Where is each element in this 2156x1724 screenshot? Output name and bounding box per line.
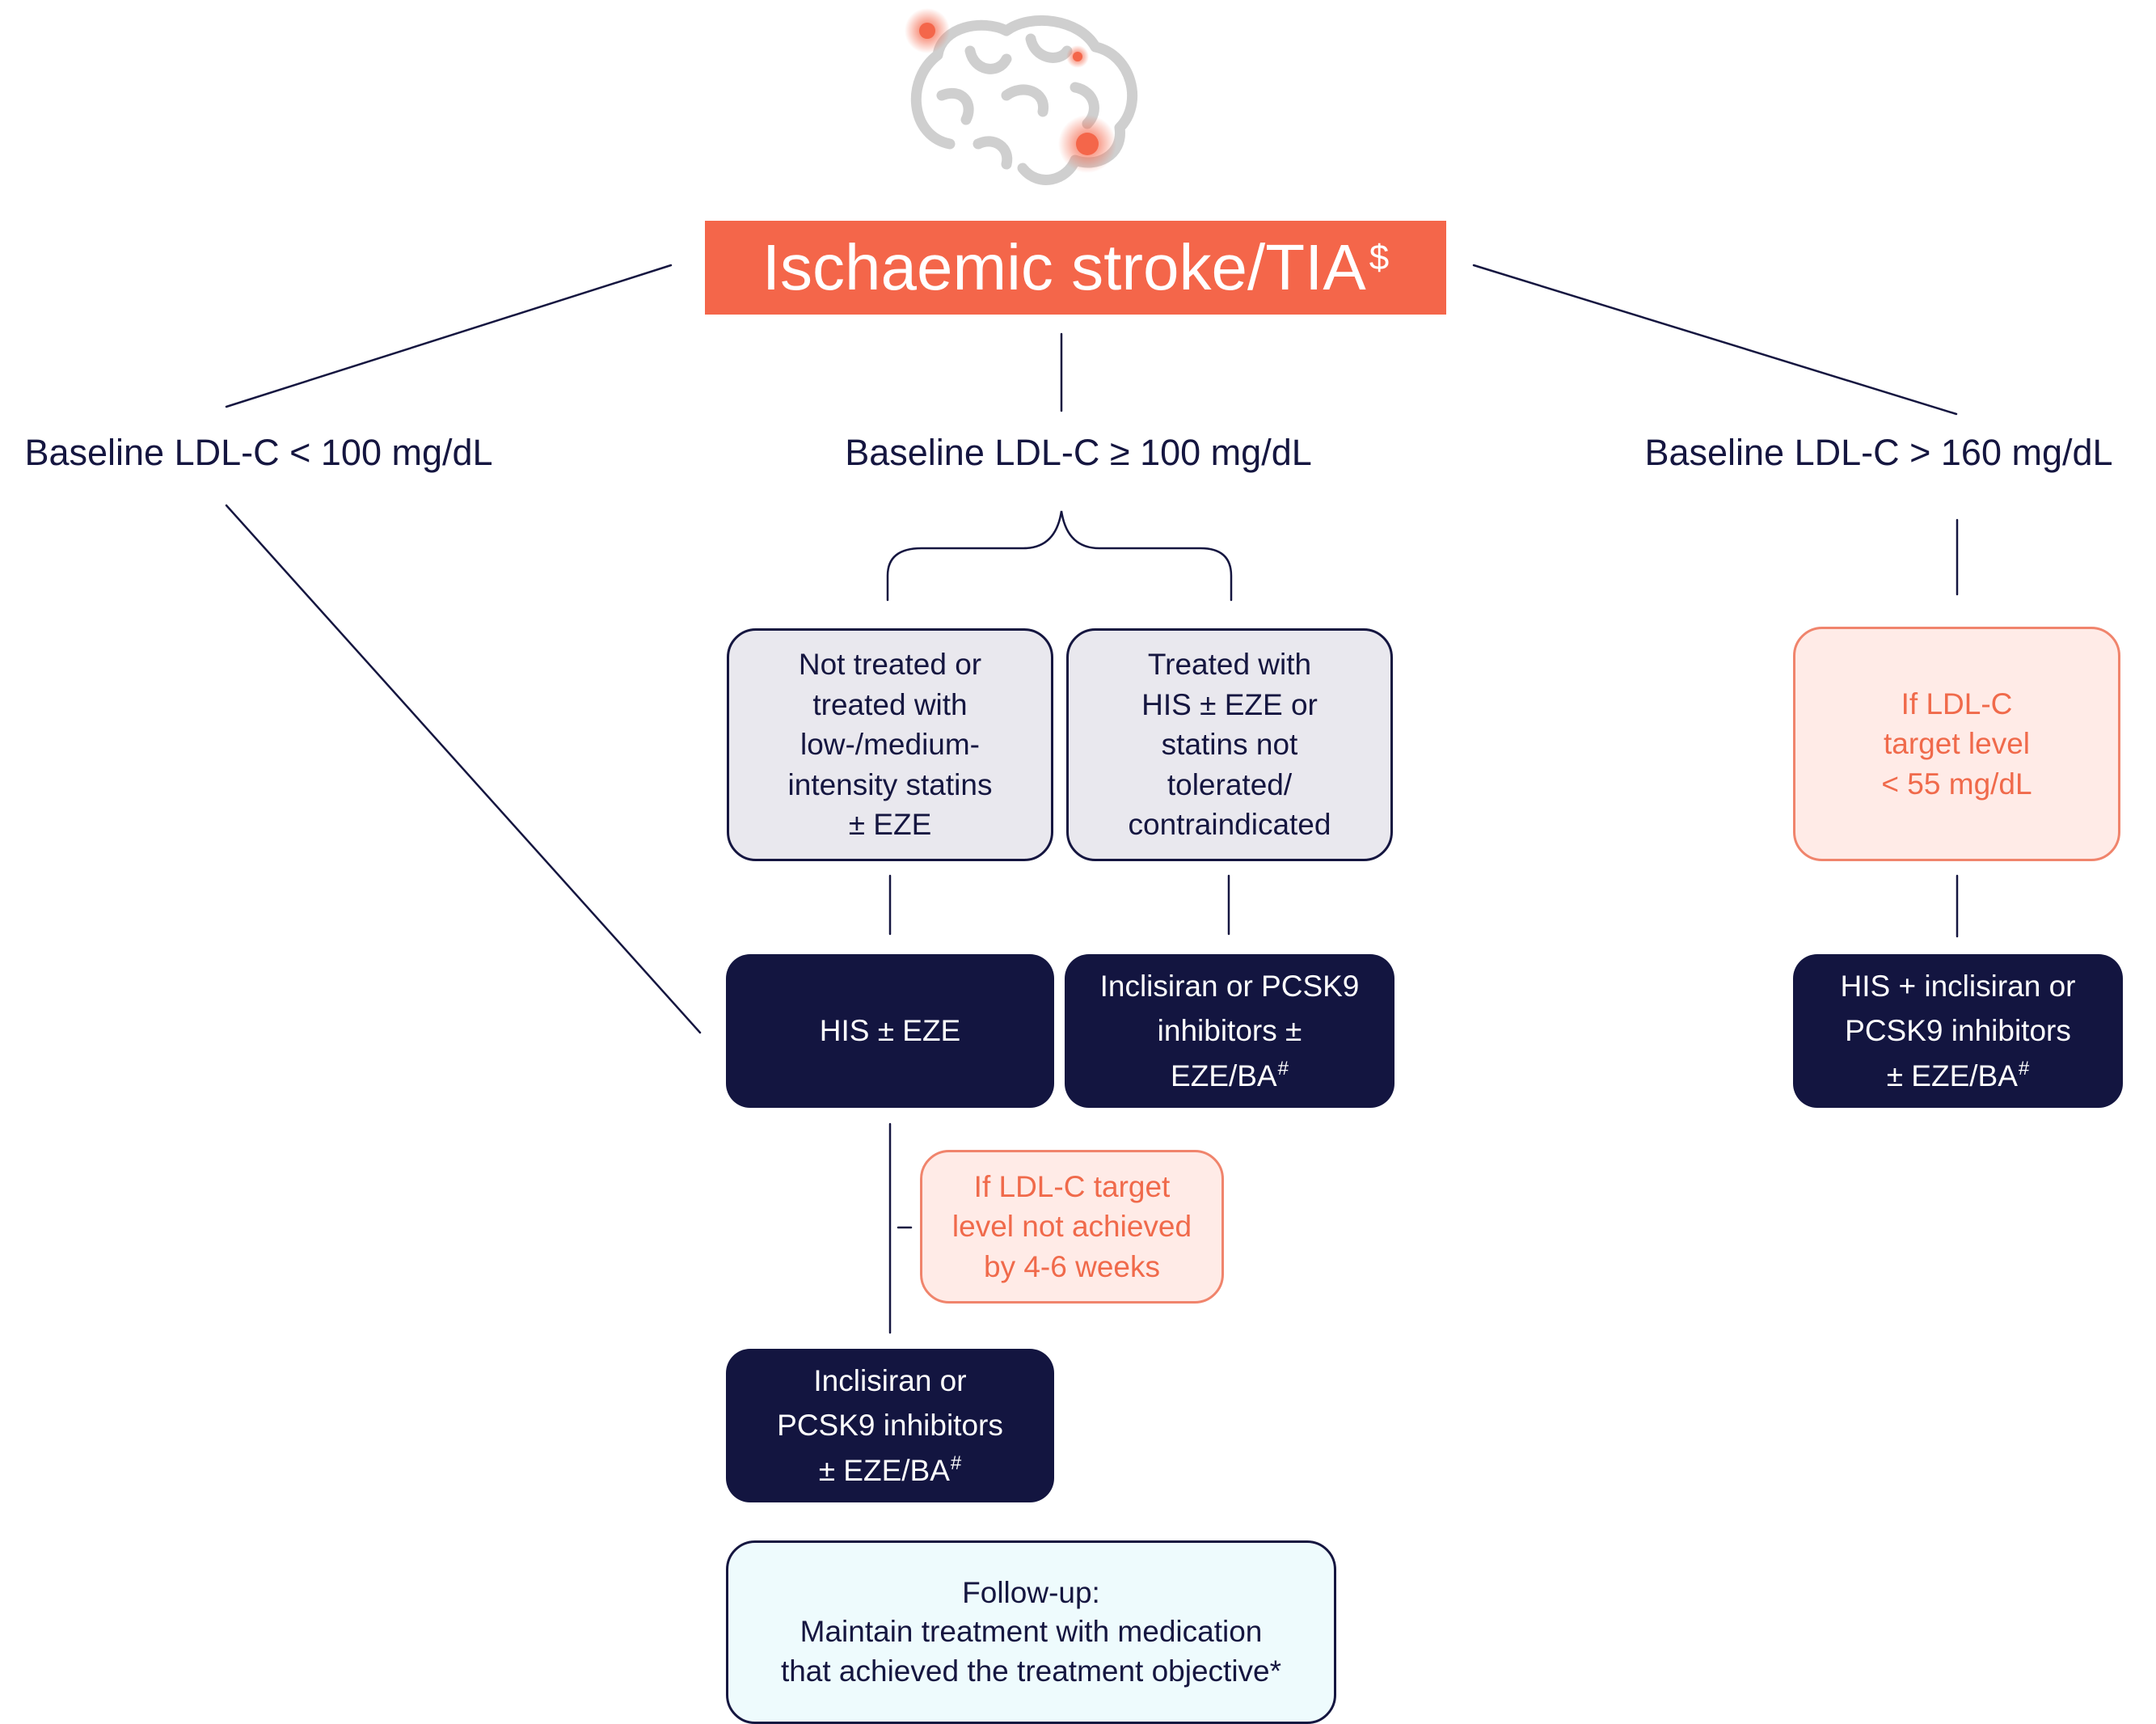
box-text-line: treated with xyxy=(812,687,968,721)
brace xyxy=(886,510,1233,602)
box-target-not-achieved: If LDL-C target level not achieved by 4-… xyxy=(920,1150,1224,1304)
title-text: Ischaemic stroke/TIA xyxy=(762,231,1366,303)
box-text-line: inhibitors ± xyxy=(1157,1014,1302,1048)
box-his-eze: HIS ± EZE xyxy=(726,954,1054,1108)
title-box: Ischaemic stroke/TIA$ xyxy=(705,221,1446,315)
box-text-line: If LDL-C xyxy=(1901,687,2013,720)
box-right-his-inclisiran: HIS + inclisiran or PCSK9 inhibitors ± E… xyxy=(1793,954,2123,1108)
box-inclisiran-lower: Inclisiran or PCSK9 inhibitors ± EZE/BA# xyxy=(726,1349,1054,1502)
box-treated-his: Treated with HIS ± EZE or statins not to… xyxy=(1066,628,1393,861)
branch-label-right: Baseline LDL-C > 160 mg/dL xyxy=(1644,432,2113,473)
box-text-line: PCSK9 inhibitors xyxy=(1845,1014,2071,1048)
box-text-line: EZE/BA xyxy=(1171,1058,1277,1092)
branch-label-left: Baseline LDL-C < 100 mg/dL xyxy=(24,432,493,473)
box-text-line: If LDL-C target xyxy=(973,1169,1171,1203)
line-title-to-left xyxy=(225,264,673,408)
box-text-line: by 4-6 weeks xyxy=(984,1249,1160,1283)
box-text-line: HIS ± EZE or xyxy=(1141,687,1318,721)
box-text-line: tolerated/ xyxy=(1167,767,1293,801)
box-inclisiran-middle: Inclisiran or PCSK9 inhibitors ± EZE/BA# xyxy=(1065,954,1394,1108)
box-text-line: Follow-up: xyxy=(962,1576,1100,1610)
box-text-line: intensity statins xyxy=(787,767,993,801)
box-text-line: Maintain treatment with medication xyxy=(800,1615,1263,1649)
box-text-line: ± EZE xyxy=(848,808,932,842)
box-text-line: level not achieved xyxy=(951,1210,1192,1244)
box-text-line: ± EZE/BA xyxy=(1886,1058,2018,1092)
footnote-mark: # xyxy=(1277,1058,1289,1080)
box-text-line: target level xyxy=(1884,727,2030,761)
box-text-line: Not treated or xyxy=(798,648,982,682)
box-text-line: low-/medium- xyxy=(800,728,981,762)
line-left-to-his xyxy=(225,504,702,1034)
box-text-line: < 55 mg/dL xyxy=(1881,767,2032,801)
box-text-line: HIS ± EZE xyxy=(819,1014,961,1048)
box-text-line: ± EZE/BA xyxy=(818,1453,950,1487)
box-text-line: Inclisiran or PCSK9 xyxy=(1099,969,1360,1003)
box-text-line: Inclisiran or xyxy=(813,1363,967,1397)
footnote-mark: # xyxy=(2018,1058,2030,1080)
title-superscript: $ xyxy=(1369,238,1390,277)
brain-icon xyxy=(905,8,1137,185)
box-not-treated: Not treated or treated with low-/medium-… xyxy=(727,628,1053,861)
box-text-line: HIS + inclisiran or xyxy=(1840,969,2076,1003)
box-text-line: that achieved the treatment objective* xyxy=(780,1654,1282,1688)
box-text-line: Treated with xyxy=(1147,648,1312,682)
box-text-line: statins not xyxy=(1161,728,1298,762)
box-text-line: PCSK9 inhibitors xyxy=(777,1409,1003,1443)
box-right-target: If LDL-C target level < 55 mg/dL xyxy=(1793,627,2120,861)
branch-label-middle: Baseline LDL-C ≥ 100 mg/dL xyxy=(845,432,1312,473)
box-text-line: contraindicated xyxy=(1128,808,1331,842)
line-title-to-right xyxy=(1472,264,1958,416)
box-followup: Follow-up: Maintain treatment with medic… xyxy=(726,1540,1336,1724)
footnote-mark: # xyxy=(950,1452,962,1475)
